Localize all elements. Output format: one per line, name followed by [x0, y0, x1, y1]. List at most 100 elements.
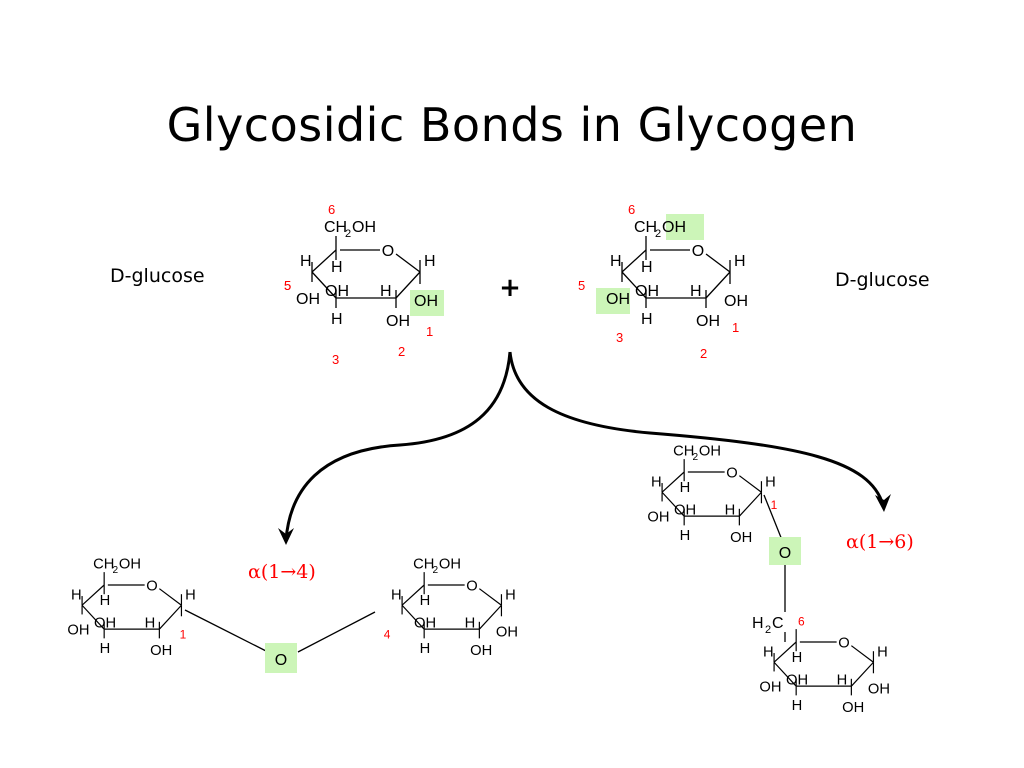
h2c-subscript: 2	[765, 624, 771, 636]
carbon-number-2: 2	[700, 346, 707, 361]
c4-oh-atom: OH	[606, 291, 630, 308]
c4-h-atom: H	[300, 253, 312, 270]
ring-bond-c3-c4	[401, 604, 425, 630]
ch2oh-ch: CH	[673, 443, 694, 459]
carbon-number-1: 1	[180, 627, 187, 641]
ring-oxygen: O	[838, 636, 849, 652]
c3-oh-atom: OH	[414, 615, 436, 631]
c5-h-atom: H	[792, 650, 803, 666]
c2-h-atom: H	[145, 615, 156, 631]
ch2oh-ch: CH	[634, 219, 657, 236]
ring-bond-c3-c4	[661, 491, 685, 517]
c3-h-atom: H	[792, 698, 803, 714]
c3-oh-atom: OH	[674, 502, 696, 518]
c2-h-atom: H	[380, 283, 392, 300]
carbon-number-3: 3	[616, 330, 623, 345]
bond-bridge-o-to-c4	[297, 611, 376, 653]
ch2oh-ch: CH	[413, 556, 434, 572]
ring-bond-c1-c2	[478, 604, 502, 630]
ring-bond-o-c1	[479, 588, 502, 606]
ring-bond-o-c1	[705, 253, 731, 273]
ring-oxygen: O	[466, 579, 477, 595]
c1-oh-atom: OH	[724, 293, 748, 310]
ring-bond-c4-c5	[81, 584, 105, 606]
reaction-arrows	[278, 351, 891, 545]
carbon-number-1: 1	[426, 324, 433, 339]
c4-oh-atom: OH	[647, 510, 669, 526]
d-glucose-label-right: D-glucose	[835, 269, 930, 291]
ch2oh-subscript: 2	[432, 565, 438, 576]
oh-highlight	[410, 290, 444, 316]
ch2oh-oh: OH	[439, 556, 461, 572]
ring-bond-c4-c5	[621, 249, 647, 273]
c1-h-atom: H	[424, 253, 436, 270]
c5-h-atom: H	[680, 480, 691, 496]
c3-oh-atom: OH	[635, 283, 659, 300]
carbon-number-4: 4	[384, 627, 391, 641]
ring-bond-c1-c2	[395, 271, 421, 299]
h2c-h: H	[752, 615, 764, 632]
c4-oh-atom: OH	[67, 623, 89, 639]
c3-oh-atom: OH	[786, 672, 808, 688]
ch2oh-oh: OH	[119, 556, 141, 572]
c4-oh-atom: OH	[296, 291, 320, 308]
c2-h-atom: H	[690, 283, 702, 300]
carbon-number-2: 2	[398, 344, 405, 359]
ch2oh-ch: CH	[324, 219, 347, 236]
c4-oh-atom: OH	[759, 680, 781, 696]
carbon-number-5: 5	[284, 278, 291, 293]
carbon-number-5: 5	[578, 278, 585, 293]
carbon-number-1: 1	[732, 320, 739, 335]
ring-bond-c1-c2	[738, 491, 762, 517]
c2-oh-atom: OH	[730, 530, 752, 546]
ring-bond-c4-c5	[773, 641, 797, 663]
ring-bond-o-c1	[739, 475, 762, 493]
ring-bond-c1-c2	[705, 271, 731, 299]
ch2oh-subscript: 2	[692, 452, 698, 463]
ring-bond-c4-c5	[311, 249, 337, 273]
ring-bond-c3-c4	[621, 271, 647, 299]
c4-h-atom: H	[610, 253, 622, 270]
c3-h-atom: H	[680, 528, 691, 544]
arrow-to-alpha-1-6	[508, 351, 885, 506]
c4-h-atom: H	[651, 475, 662, 491]
arrowhead-right	[875, 494, 891, 512]
carbon-number-1: 1	[771, 498, 778, 512]
h2c-group: H 2 C	[752, 615, 786, 642]
c3-oh-atom: OH	[325, 283, 349, 300]
c3-h-atom: H	[331, 311, 343, 328]
c5-h-atom: H	[100, 593, 111, 609]
bridge-o-highlight-14	[265, 643, 297, 673]
bond-c1-to-bridge-o-16	[763, 494, 783, 541]
oh-highlight	[666, 214, 704, 240]
c1-h-atom: H	[765, 475, 776, 491]
bridge-o-highlight-16	[769, 537, 801, 565]
c1-oh-atom: OH	[868, 682, 890, 698]
ring-bond-o-c1	[159, 588, 182, 606]
ch2oh-ch: CH	[93, 556, 114, 572]
ring-bond-c1-c2	[850, 661, 874, 687]
c2-oh-atom: OH	[470, 643, 492, 659]
ring-oxygen: O	[726, 466, 737, 482]
c1-h-atom: H	[877, 645, 888, 661]
linkage-bonds	[184, 494, 786, 653]
ring-bond-c4-c5	[401, 584, 425, 606]
c3-oh-atom: OH	[94, 615, 116, 631]
c5-h-atom: H	[420, 593, 431, 609]
c2-oh-atom: OH	[386, 313, 410, 330]
c2-oh-atom: OH	[842, 700, 864, 716]
c1-oh-atom: OH	[414, 293, 438, 310]
slide-title: Glycosidic Bonds in Glycogen	[166, 98, 858, 152]
ring-oxygen: O	[692, 243, 704, 260]
ring-bond-o-c1	[851, 645, 874, 663]
ring-bond-c1-c2	[158, 604, 182, 630]
c3-h-atom: H	[100, 641, 111, 657]
carbon-number-6: 6	[328, 202, 335, 217]
plus-sign: +	[499, 273, 521, 303]
